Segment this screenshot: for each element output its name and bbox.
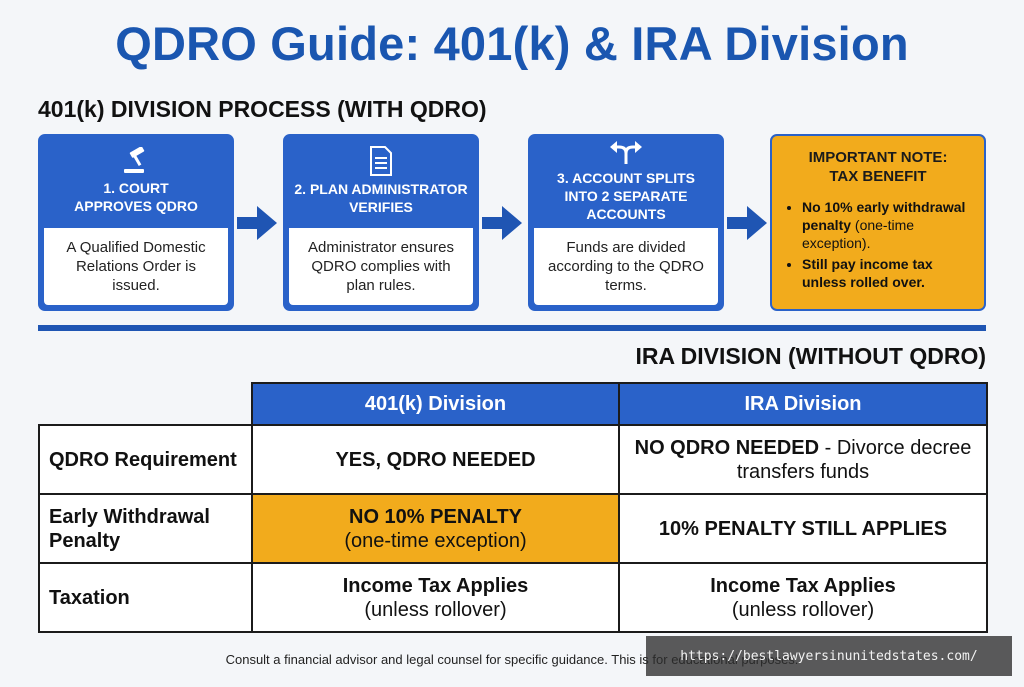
comparison-table: 401(k) Division IRA Division QDRO Requir…: [38, 382, 988, 633]
cell-text-bold: Income Tax Applies: [342, 574, 529, 597]
step-description: Administrator ensures QDRO complies with…: [289, 228, 473, 305]
column-header-ira: IRA Division: [618, 382, 988, 426]
cell-text: (one-time exception): [344, 529, 527, 552]
cell-text: (unless rollover): [731, 598, 875, 621]
arrow-right-icon: [482, 206, 522, 240]
gavel-icon: [124, 147, 145, 173]
table-cell: 10% PENALTY STILL APPLIES: [618, 493, 988, 564]
section-divider: [38, 325, 986, 331]
note-bullet-bold: No 10% early withdrawal penalty: [802, 199, 966, 233]
table-row: Early Withdrawal Penalty NO 10% PENALTY(…: [38, 493, 988, 564]
table-corner: [39, 383, 252, 425]
step-title-line: ACCOUNTS: [586, 206, 666, 222]
note-bullet-text: (one-time exception).: [802, 217, 915, 251]
note-heading: IMPORTANT NOTE: TAX BENEFIT: [782, 148, 974, 186]
note-heading-line: IMPORTANT NOTE:: [808, 149, 948, 166]
table-cell: NO QDRO NEEDED - Divorce decree transfer…: [618, 424, 988, 495]
step-title-line: INTO 2 SEPARATE: [564, 188, 688, 204]
step-title-line: 3. ACCOUNT SPLITS: [557, 170, 695, 186]
arrow-right-icon: [237, 206, 277, 240]
row-label: Early Withdrawal Penalty: [38, 493, 253, 564]
split-arrows-icon: [610, 141, 642, 164]
step-court-approves: 1. COURT APPROVES QDRO A Qualified Domes…: [38, 134, 234, 311]
table-header-row: 401(k) Division IRA Division: [39, 382, 988, 426]
step-description: Funds are divided according to the QDRO …: [534, 228, 718, 305]
step-title-line: 1. COURT: [103, 180, 169, 196]
table-cell: Income Tax Applies(unless rollover): [618, 562, 988, 633]
arrow-right-icon: [727, 206, 767, 240]
step-header: 2. PLAN ADMINISTRATOR VERIFIES: [285, 136, 477, 226]
step-title-line: VERIFIES: [349, 199, 413, 215]
note-bullets: No 10% early withdrawal penalty (one-tim…: [782, 198, 974, 291]
document-icon: [370, 146, 392, 176]
note-bullet: Still pay income tax unless rolled over.: [802, 255, 974, 291]
url-watermark[interactable]: https://bestlawyersinunitedstates.com/: [646, 636, 1012, 676]
cell-text-bold: NO QDRO NEEDED: [634, 436, 820, 459]
table-cell: YES, QDRO NEEDED: [251, 424, 620, 495]
step-title-line: APPROVES QDRO: [74, 198, 198, 214]
row-label: Taxation: [38, 562, 253, 633]
table-cell: Income Tax Applies(unless rollover): [251, 562, 620, 633]
section-heading-401k: 401(k) DIVISION PROCESS (WITH QDRO): [38, 96, 487, 122]
note-bullet: No 10% early withdrawal penalty (one-tim…: [802, 198, 974, 252]
cell-text-bold: NO 10% PENALTY: [349, 505, 522, 528]
step-title-line: 2. PLAN ADMINISTRATOR: [294, 181, 468, 197]
column-header-401k: 401(k) Division: [251, 382, 620, 426]
cell-text: (unless rollover): [364, 598, 507, 621]
table-row: QDRO Requirement YES, QDRO NEEDED NO QDR…: [38, 424, 988, 495]
step-plan-administrator: 2. PLAN ADMINISTRATOR VERIFIES Administr…: [283, 134, 479, 311]
table-cell-highlight: NO 10% PENALTY(one-time exception): [251, 493, 620, 564]
page-title: QDRO Guide: 401(k) & IRA Division: [115, 17, 909, 70]
step-account-splits: 3. ACCOUNT SPLITS INTO 2 SEPARATE ACCOUN…: [528, 134, 724, 311]
step-header: 3. ACCOUNT SPLITS INTO 2 SEPARATE ACCOUN…: [530, 136, 722, 226]
step-description: A Qualified Domestic Relations Order is …: [44, 228, 228, 305]
section-heading-ira: IRA DIVISION (WITHOUT QDRO): [635, 343, 986, 369]
important-note-box: IMPORTANT NOTE: TAX BENEFIT No 10% early…: [770, 134, 986, 311]
step-header: 1. COURT APPROVES QDRO: [40, 136, 232, 226]
table-row: Taxation Income Tax Applies(unless rollo…: [38, 562, 988, 633]
cell-text: - Divorce decree transfers funds: [736, 436, 972, 483]
note-heading-line: TAX BENEFIT: [829, 168, 927, 185]
cell-text-bold: Income Tax Applies: [710, 574, 896, 597]
note-bullet-bold: Still pay income tax unless rolled over.: [802, 256, 933, 290]
row-label: QDRO Requirement: [38, 424, 253, 495]
cell-text: YES, QDRO NEEDED: [335, 448, 536, 471]
cell-text: 10% PENALTY STILL APPLIES: [658, 517, 948, 540]
